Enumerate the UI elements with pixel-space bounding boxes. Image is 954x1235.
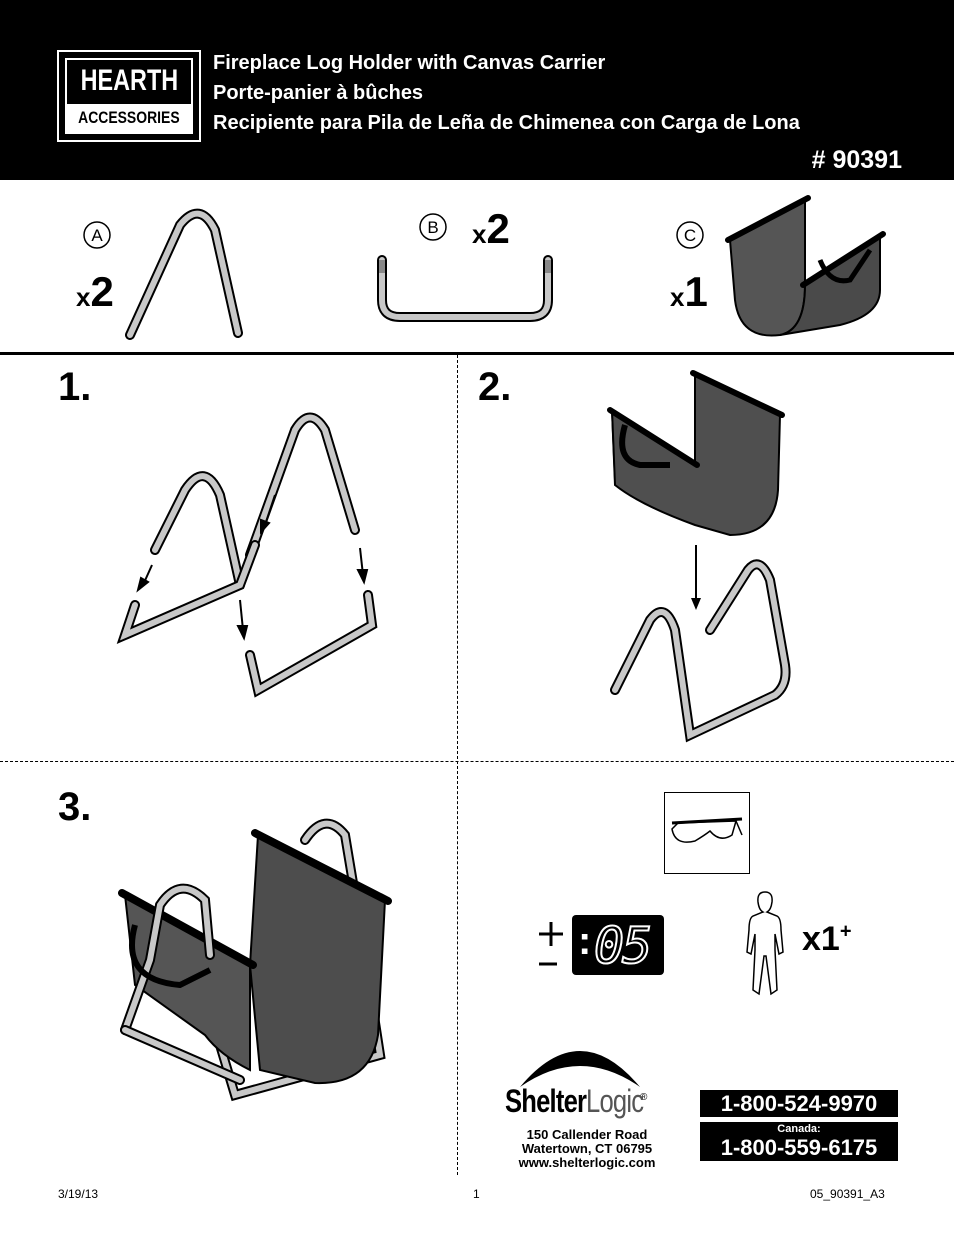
timer-display: : 05 xyxy=(572,915,664,976)
step-1-assembly-illustration xyxy=(116,412,378,698)
phone-canada[interactable]: 1-800-559-6175 xyxy=(720,1135,878,1160)
part-b-quantity: x2 xyxy=(472,205,510,252)
part-b-letter: B xyxy=(427,218,438,237)
timer-minutes: 05 xyxy=(593,916,653,976)
part-b-circle-icon: B xyxy=(419,213,447,241)
shelterlogic-arch-icon xyxy=(520,1051,640,1087)
people-count: x1+ xyxy=(802,920,852,958)
part-c-letter: C xyxy=(684,226,696,245)
canada-label: Canada: xyxy=(777,1123,821,1135)
phone-canada-box: Canada: 1-800-559-6175 xyxy=(700,1122,898,1161)
shelterlogic-logo-text: ShelterLogic® xyxy=(505,1083,647,1119)
safety-glasses-icon xyxy=(671,817,743,843)
vertical-dashed-divider xyxy=(457,355,458,1175)
company-address: 150 Callender Road Watertown, CT 06795 w… xyxy=(505,1128,669,1170)
part-a-circle-icon: A xyxy=(83,221,111,249)
step-3-assembly-illustration xyxy=(118,818,392,1102)
part-a-a-frame-tube-icon xyxy=(125,208,243,340)
header-banner xyxy=(0,0,954,180)
title-english: Fireplace Log Holder with Canvas Carrier xyxy=(213,52,606,74)
phone-us[interactable]: 1-800-524-9970 xyxy=(700,1090,898,1117)
part-c-circle-icon: C xyxy=(676,221,704,249)
step-1-number: 1. xyxy=(58,365,92,409)
company-website[interactable]: www.shelterlogic.com xyxy=(518,1155,656,1170)
part-c-quantity: x1 xyxy=(670,268,708,315)
safety-glasses-box xyxy=(664,792,750,874)
step-2-assembly-illustration xyxy=(607,370,791,743)
footer-doc-code: 05_90391_A3 xyxy=(810,1187,885,1201)
footer-date: 3/19/13 xyxy=(58,1187,99,1201)
logo-bottom-text: ACCESSORIES xyxy=(78,108,180,127)
person-icon xyxy=(746,891,784,996)
hearth-accessories-logo: HEARTH ACCESSORIES xyxy=(57,50,201,142)
title-french: Porte-panier à bûches xyxy=(213,82,424,104)
horizontal-dashed-divider xyxy=(0,761,954,762)
parts-divider xyxy=(0,352,954,355)
logo-top-text: HEARTH xyxy=(80,64,179,97)
part-a-quantity: x2 xyxy=(76,268,114,315)
model-number: # 90391 xyxy=(811,146,902,174)
step-3-number: 3. xyxy=(58,785,92,829)
footer-page-number: 1 xyxy=(473,1187,480,1201)
part-a-letter: A xyxy=(91,226,103,245)
part-b-u-tube-icon xyxy=(377,255,553,322)
title-spanish: Recipiente para Pila de Leña de Chimenea… xyxy=(213,112,800,134)
step-2-number: 2. xyxy=(478,365,512,409)
plus-minus-icon xyxy=(539,922,563,966)
part-c-canvas-carrier-icon xyxy=(725,195,886,337)
